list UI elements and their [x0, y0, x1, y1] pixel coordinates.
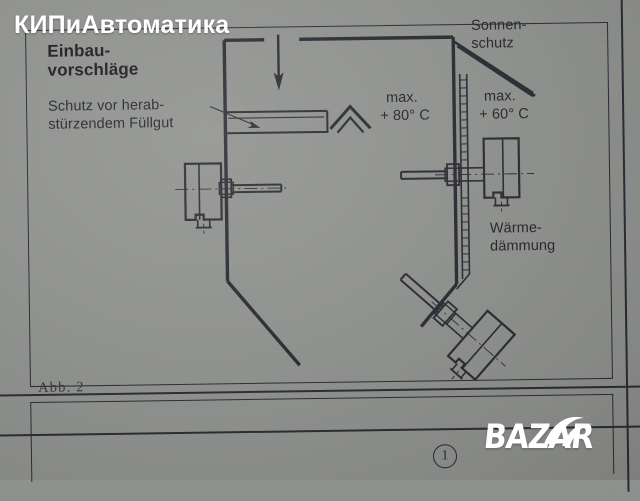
watermark-bazar: BAZAR — [482, 416, 634, 462]
watermark-swoosh-icon — [544, 416, 592, 446]
watermark-kipiavtomatika: КИПиАвтоматика — [14, 11, 230, 39]
technical-drawing — [175, 34, 536, 382]
